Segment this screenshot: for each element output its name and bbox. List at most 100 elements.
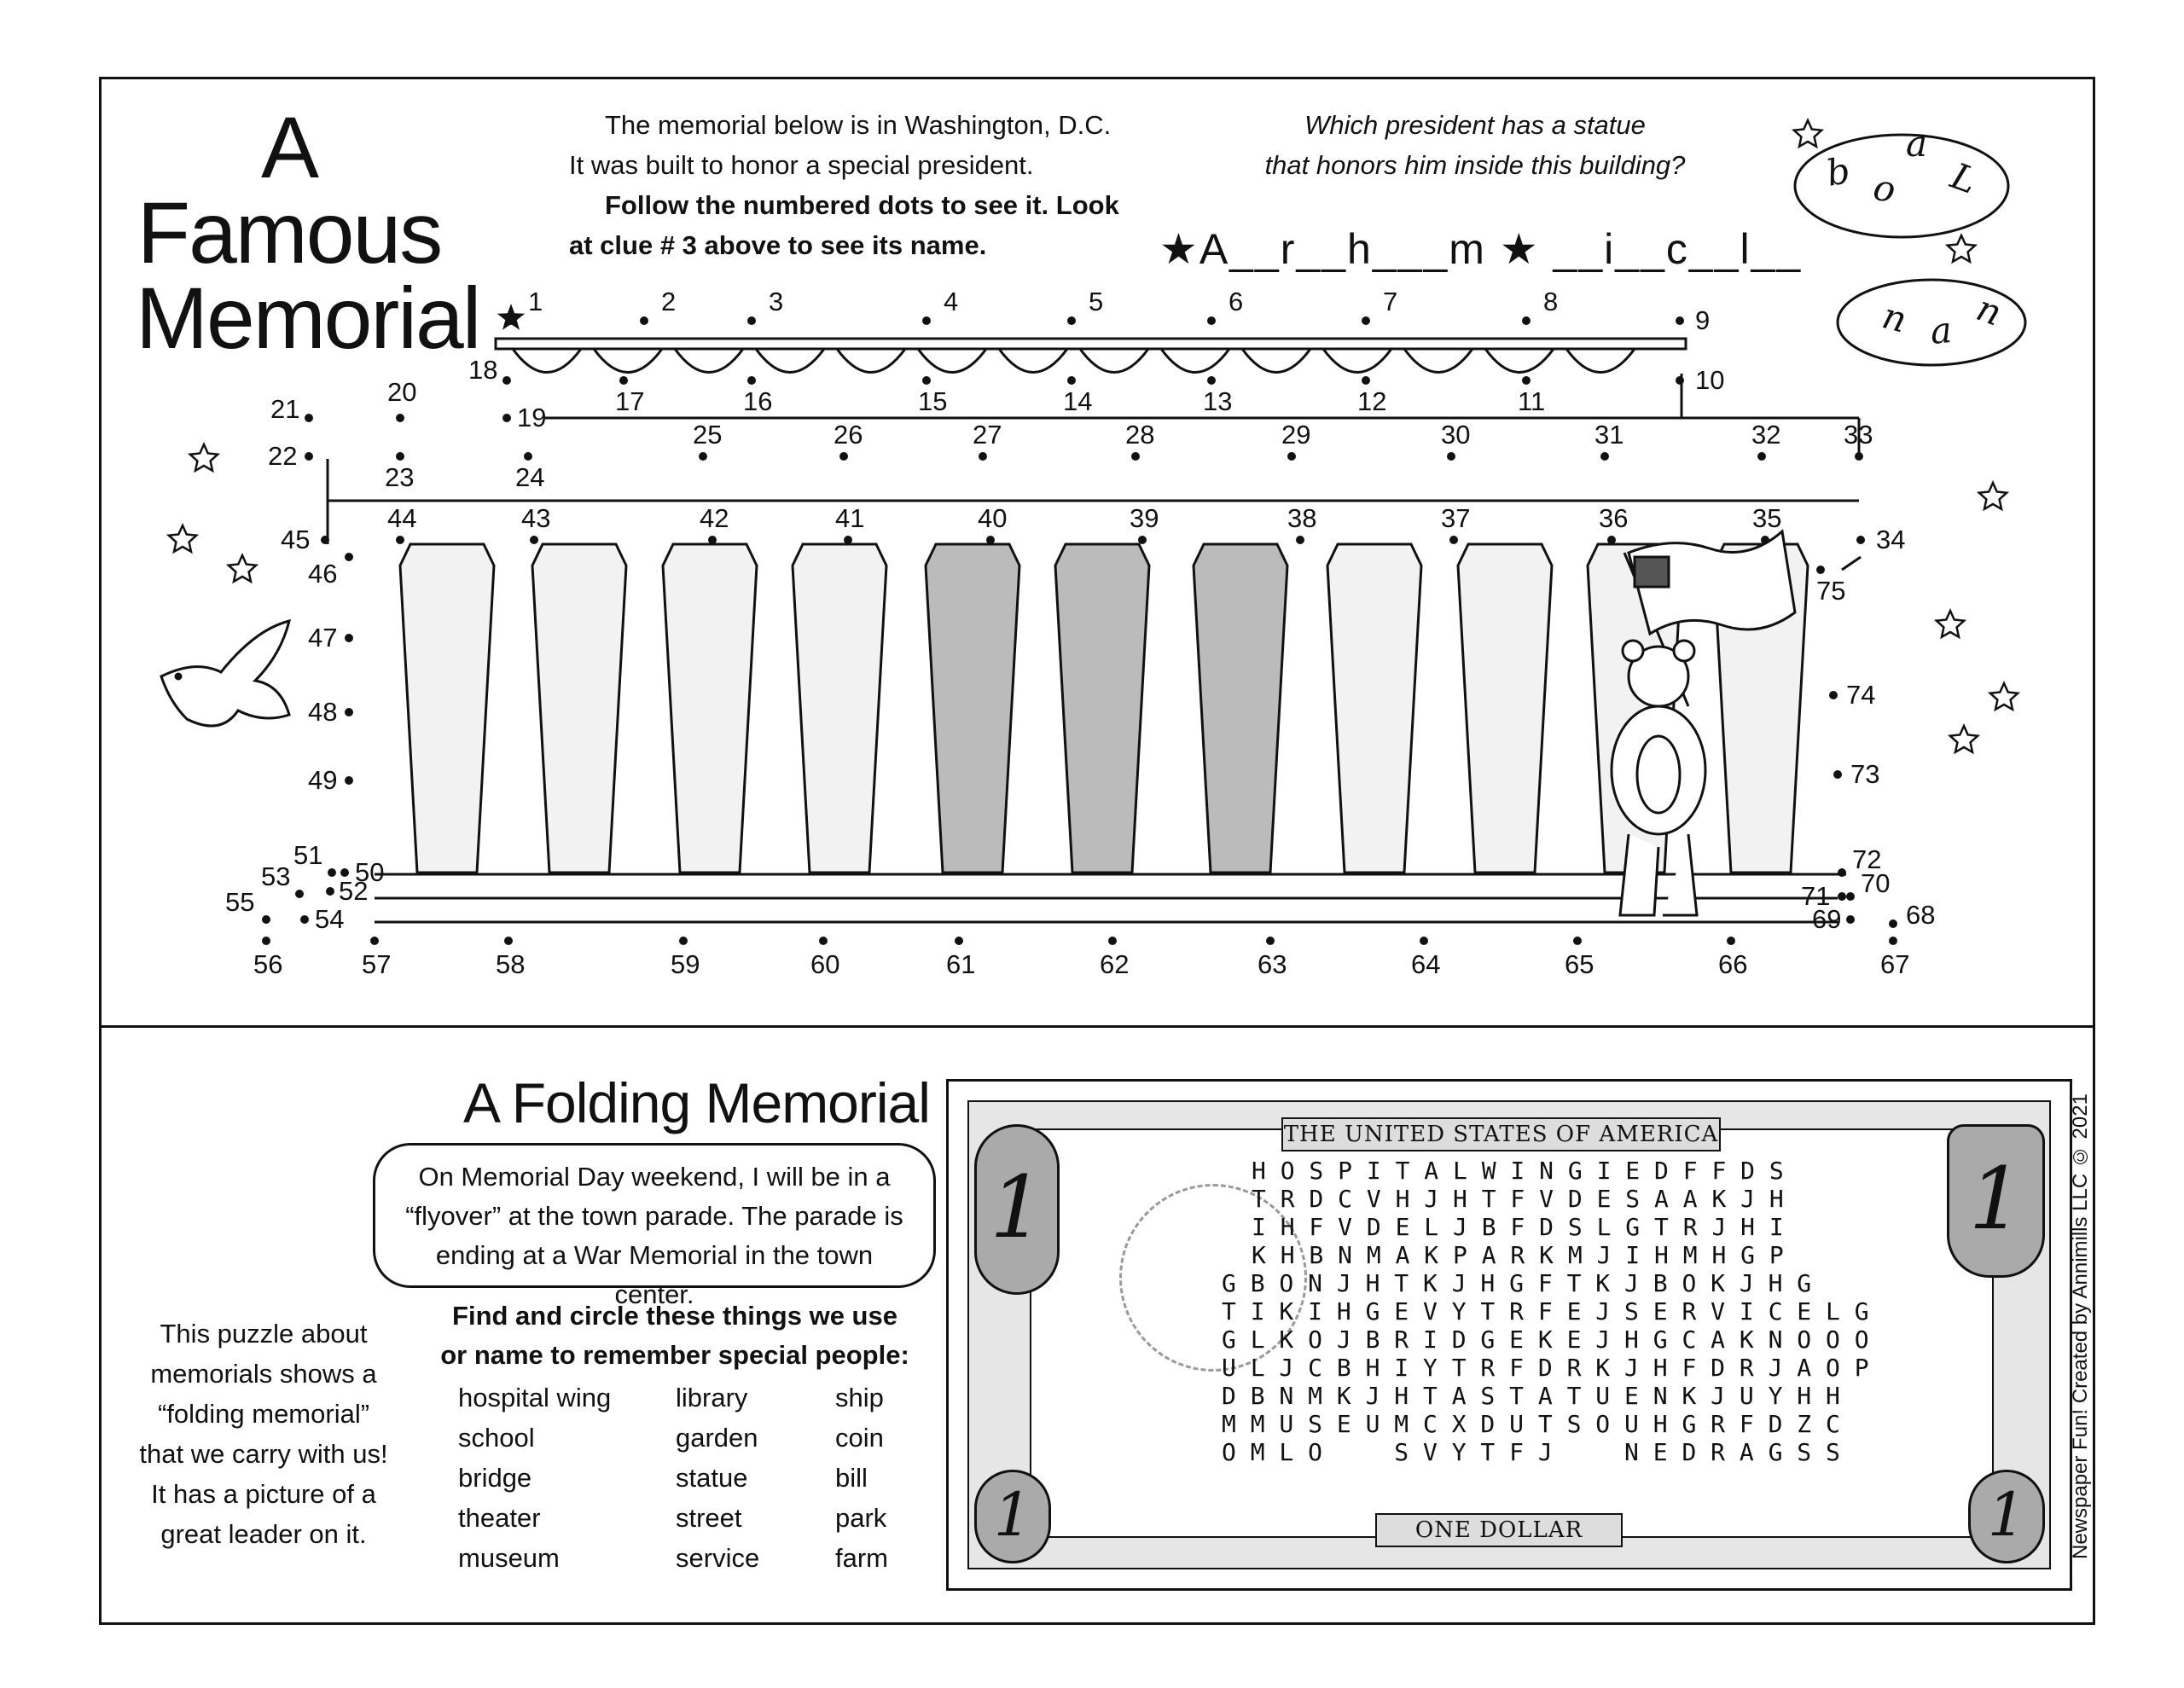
dot-number: 17 — [615, 386, 644, 416]
dot-marker — [1889, 919, 1897, 928]
dot-number: 61 — [946, 949, 975, 979]
question-line: Which president has a statue — [1304, 110, 1646, 140]
dot-number: 1 — [528, 287, 543, 316]
intro-instruction: Follow the numbered dots to see it. Look — [605, 190, 1119, 220]
dot-number: 4 — [944, 287, 958, 316]
scramble-letter: a — [1906, 123, 1927, 165]
dove-icon — [160, 618, 292, 728]
dot-marker — [345, 634, 353, 642]
bear-leg — [1618, 833, 1660, 917]
column — [661, 542, 758, 874]
dot-marker — [1829, 691, 1838, 699]
dot-number: 58 — [496, 949, 525, 979]
word-list-column-2: library garden statue street service — [676, 1378, 812, 1578]
dollar-bill-word-search: THE UNITED STATES OF AMERICA ONE DOLLAR … — [946, 1079, 2072, 1591]
dot-marker — [370, 937, 379, 945]
scallop — [1321, 348, 1393, 374]
dot-number: 74 — [1846, 680, 1875, 710]
dot-number: 25 — [693, 420, 722, 450]
dot-number: 21 — [270, 394, 299, 424]
intro-line: The memorial below is in Washington, D.C… — [605, 110, 1112, 140]
speech-line: “flyover” at the town parade. The parade… — [405, 1201, 903, 1231]
dot-marker — [679, 937, 688, 945]
scallop — [835, 348, 907, 374]
grid-row: I H F V D E L J B F D S L G T R J H I — [1252, 1213, 1784, 1241]
dot-number: 22 — [268, 441, 297, 471]
dot-marker — [844, 536, 852, 544]
scallop — [511, 348, 583, 374]
dot-number: 23 — [385, 462, 414, 492]
dot-marker — [1833, 770, 1842, 779]
bill-top-ribbon: THE UNITED STATES OF AMERICA — [1281, 1117, 1721, 1151]
word-list-column-3: ship coin bill park farm — [835, 1378, 921, 1578]
bill-numeral-bottom-left: 1 — [974, 1470, 1051, 1563]
intro-instruction: at clue # 3 above to see its name. — [569, 230, 987, 260]
dot-number: 68 — [1906, 900, 1935, 930]
dot-marker — [1067, 376, 1076, 385]
dot-marker — [747, 316, 756, 325]
dot-number: 7 — [1383, 287, 1397, 316]
dot-marker — [1846, 915, 1855, 924]
dot-marker — [1420, 937, 1428, 945]
dot-number: 64 — [1411, 949, 1440, 979]
dot-marker — [1573, 937, 1582, 945]
scallop — [592, 348, 664, 374]
dot-number: 13 — [1203, 386, 1232, 416]
dot-marker — [1676, 316, 1684, 325]
dot-number: 18 — [468, 355, 497, 385]
dot-marker — [747, 376, 756, 385]
dot-marker — [1607, 536, 1616, 544]
grid-row: U L J C B H I Y T R F D R K J H F D R J … — [1222, 1354, 1869, 1382]
scallop — [754, 348, 826, 374]
dot-number: 65 — [1565, 949, 1594, 979]
dot-marker — [955, 937, 963, 945]
word-list-item: bridge — [458, 1463, 532, 1493]
copyright-credit: Newspaper Fun! Created by Annimills LLC … — [2069, 1093, 2092, 1559]
dot-marker — [396, 452, 404, 461]
dot-number: 28 — [1125, 420, 1154, 450]
dot-marker — [502, 414, 511, 422]
bear-ear — [1621, 639, 1645, 663]
word-list-item: street — [676, 1503, 742, 1533]
scramble-cloud-bottom — [1836, 278, 2027, 367]
scallop — [916, 348, 988, 374]
dot-marker — [1838, 868, 1846, 877]
dot-number: 40 — [978, 503, 1007, 533]
dot-number: 19 — [517, 403, 546, 432]
grid-row: G L K O J B R I D G E K E J H G C A K N … — [1222, 1325, 1869, 1354]
question-text: Which president has a statue that honors… — [1236, 105, 1714, 185]
dot-number: 73 — [1850, 759, 1879, 789]
dot-number: 42 — [700, 503, 729, 533]
dot-number: 50 — [355, 857, 384, 887]
dot-number: 2 — [661, 287, 676, 316]
word-list-item: service — [676, 1543, 760, 1573]
dot-marker — [640, 316, 648, 325]
heading-line: Find and circle these things we use — [452, 1301, 897, 1331]
dot-number: 9 — [1695, 305, 1710, 335]
column — [398, 542, 496, 874]
dot-marker — [295, 890, 304, 898]
dot-number: 33 — [1844, 420, 1873, 450]
dot-marker — [699, 452, 707, 461]
star-icon — [1987, 680, 2021, 712]
word-list-heading: Find and circle these things we use or n… — [419, 1296, 931, 1375]
grid-row: D B N M K J H T A S T A T U E N K J U Y … — [1222, 1382, 1840, 1410]
dot-marker — [1362, 376, 1370, 385]
dot-marker — [979, 452, 987, 461]
dot-number: 56 — [253, 949, 282, 979]
dot-number: 38 — [1287, 503, 1316, 533]
scallop — [997, 348, 1069, 374]
dot-number: 5 — [1089, 287, 1103, 316]
dot-number: 67 — [1880, 949, 1909, 979]
dot-number: 53 — [261, 861, 290, 891]
column — [1192, 542, 1289, 874]
heading-line: or name to remember special people: — [440, 1340, 909, 1370]
side-line: that we carry with us! — [139, 1439, 388, 1469]
bill-bottom-ribbon: ONE DOLLAR — [1375, 1513, 1623, 1547]
speech-bubble: On Memorial Day weekend, I will be in a … — [373, 1143, 936, 1309]
dot-marker — [1761, 536, 1769, 544]
dot-number: 41 — [835, 503, 864, 533]
dot-marker — [262, 915, 270, 924]
puzzle-title: A Famous Memorial — [136, 104, 481, 362]
dot-to-dot-panel: A Famous Memorial The memorial below is … — [99, 77, 2095, 1028]
